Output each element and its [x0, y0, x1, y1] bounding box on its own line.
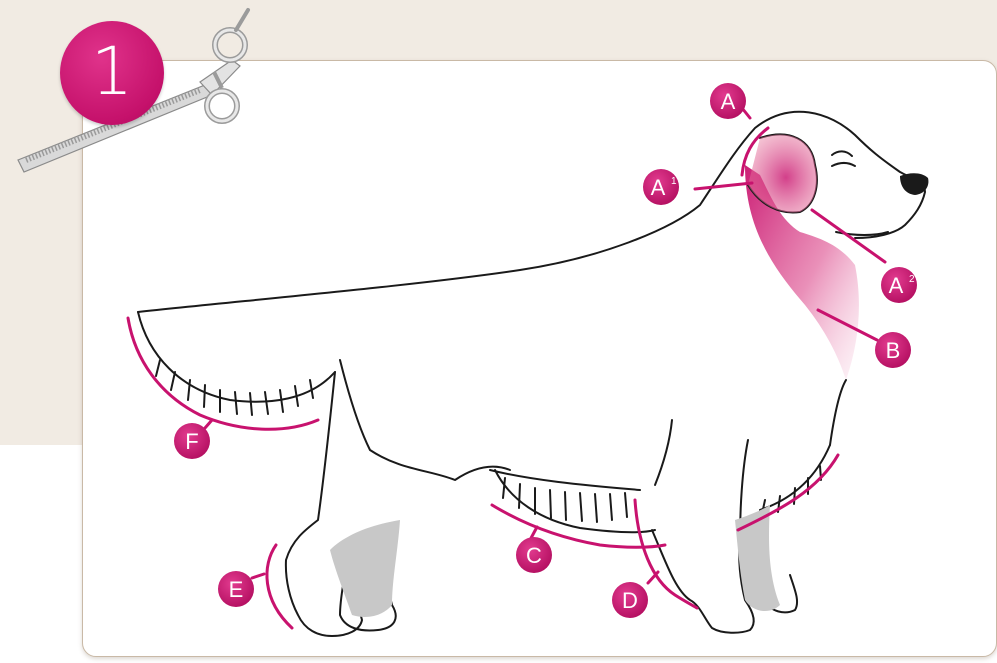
marker-A-label: A	[721, 89, 736, 114]
marker-B-label: B	[886, 338, 901, 363]
marker-A2-label: A	[889, 273, 904, 298]
marker-E-label: E	[229, 577, 244, 602]
marker-E: E	[218, 571, 254, 607]
marker-A2: A 2	[881, 267, 917, 303]
marker-A1: A 1	[643, 169, 679, 205]
marker-F: F	[174, 423, 210, 459]
marker-A: A	[710, 83, 746, 119]
step-number-badge: 1	[60, 21, 164, 125]
step-number: 1	[91, 33, 133, 110]
marker-A2-superscript: 2	[909, 274, 915, 285]
marker-D: D	[612, 582, 648, 618]
marker-B: B	[875, 332, 911, 368]
marker-C: C	[516, 537, 552, 573]
marker-D-label: D	[622, 588, 638, 613]
marker-A1-superscript: 1	[671, 176, 677, 187]
marker-C-label: C	[526, 543, 542, 568]
marker-F-label: F	[185, 429, 198, 454]
marker-A1-label: A	[651, 175, 666, 200]
